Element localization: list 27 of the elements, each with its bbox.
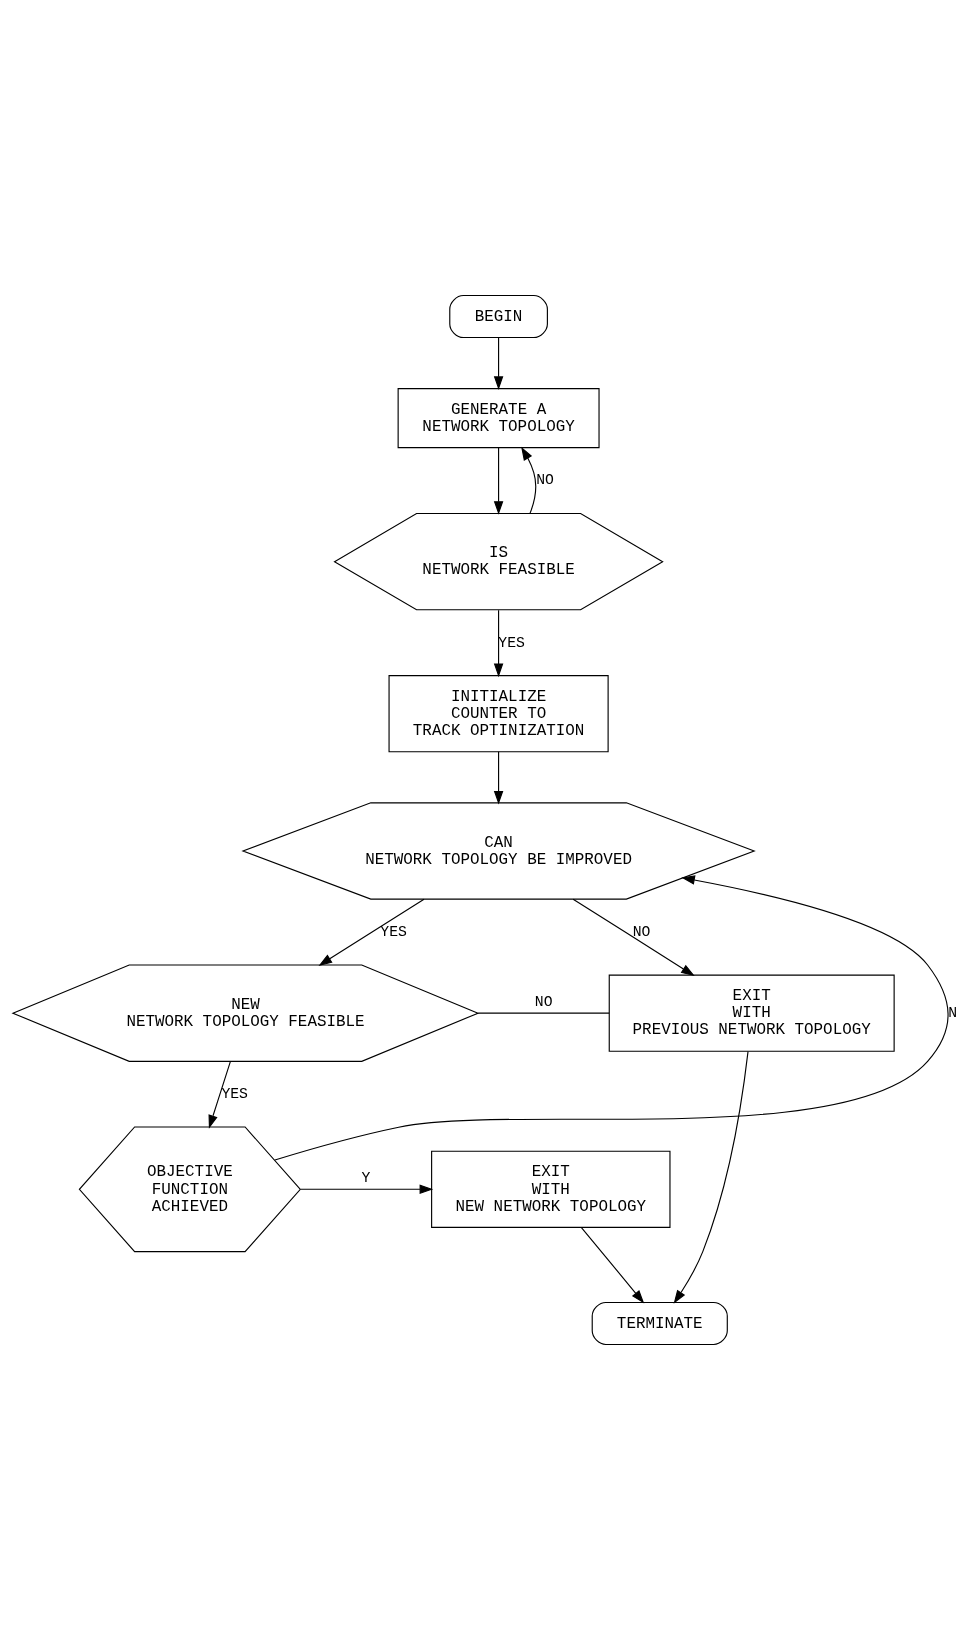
edge-label: NO: [536, 471, 554, 488]
arrow: [493, 609, 504, 677]
arrow: [208, 1060, 231, 1129]
node-box: BEGIN: [449, 294, 548, 338]
arrow: [521, 446, 537, 514]
node-box: TERMINATE: [591, 1301, 728, 1345]
node-box: GENERATE A NETWORK TOPOLOGY: [397, 387, 600, 448]
node-box: EXIT WITH NEW NETWORK TOPOLOGY: [431, 1150, 671, 1228]
arrow: [318, 898, 425, 966]
arrow: [580, 1226, 645, 1304]
node-box: INITIALIZE COUNTER TO TRACK OPTINIZATION: [388, 674, 609, 752]
arrow: [572, 898, 695, 976]
edge-label: NO: [534, 993, 553, 1010]
arrow: [493, 336, 504, 390]
edge-label: YES: [221, 1085, 248, 1102]
node-box: EXIT WITH PREVIOUS NETWORK TOPOLOGY: [608, 974, 895, 1052]
edge-label: YES: [498, 634, 525, 651]
arrow: [274, 874, 949, 1161]
arrow: [493, 750, 504, 805]
arrow: [673, 1050, 749, 1304]
edge-label: YES: [380, 923, 407, 940]
connector: [477, 1012, 610, 1014]
edge-label: Y: [361, 1169, 371, 1186]
arrow: [300, 1184, 434, 1194]
arrow: [493, 446, 504, 515]
edge-label: NO: [632, 923, 651, 940]
edge-label: N: [948, 1004, 958, 1021]
